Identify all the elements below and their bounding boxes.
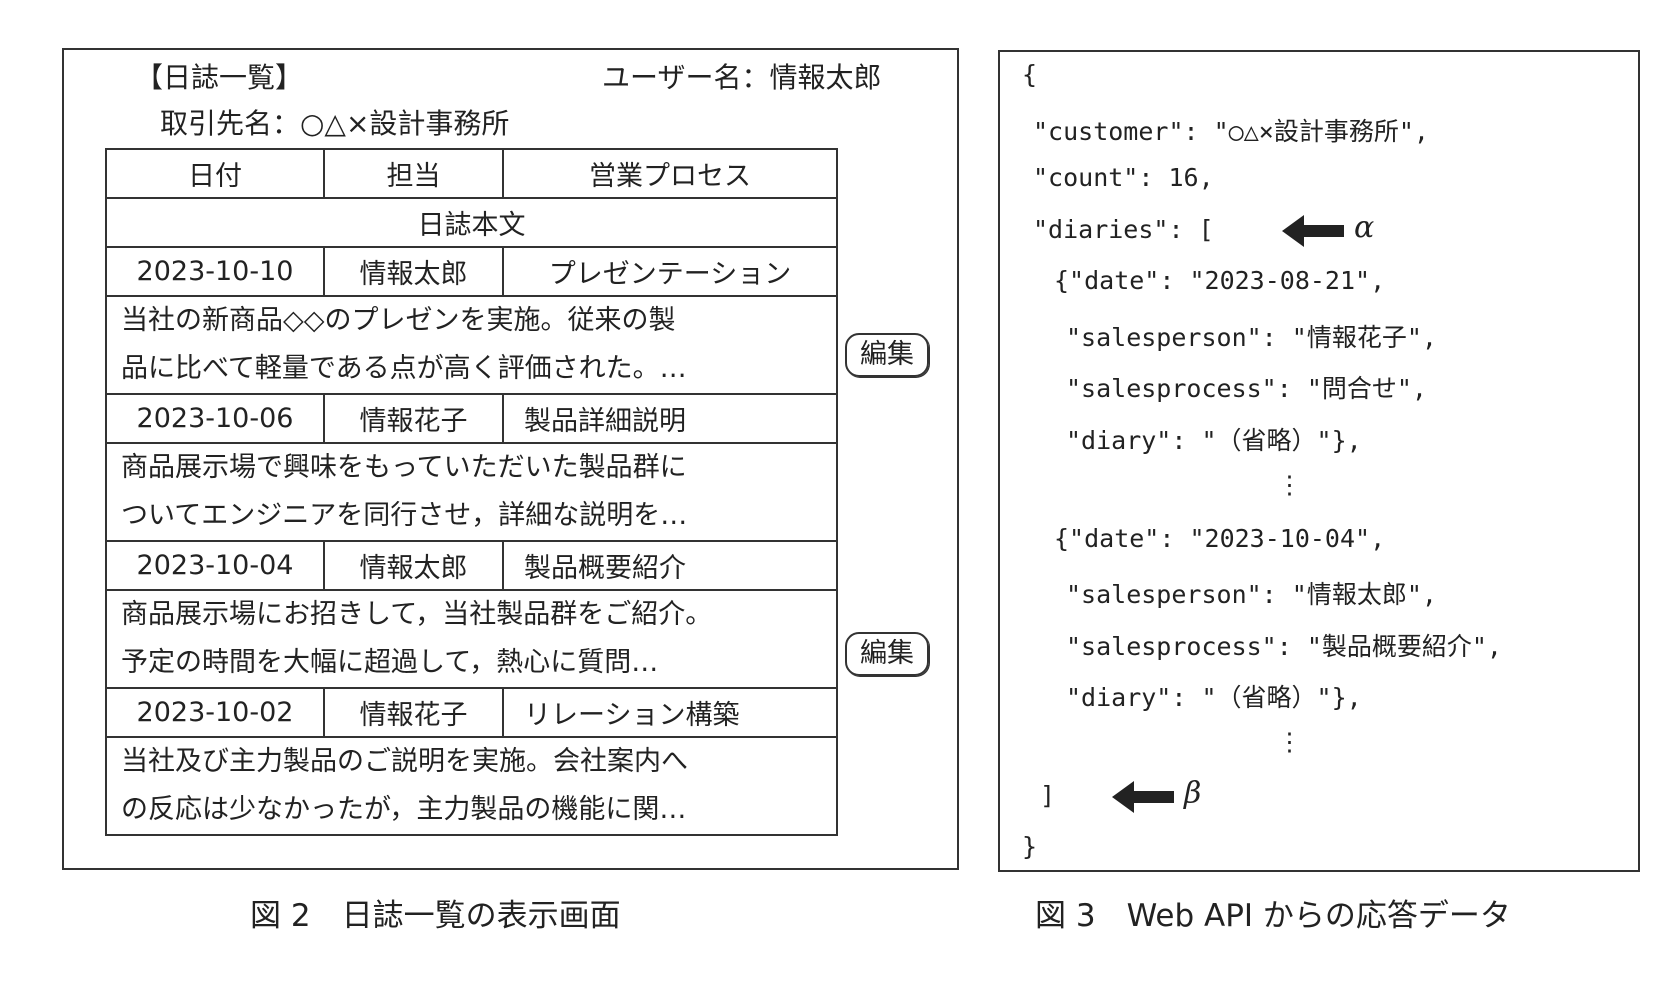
diary-table: 日付 担当 営業プロセス 日誌本文 2023-10-10 情報太郎 プレゼンテー…	[105, 148, 838, 836]
body-line: 品に比べて軽量である点が高く評価された。…	[121, 353, 687, 384]
body-line: 商品展示場にお招きして，当社製品群をご紹介。	[121, 599, 713, 630]
row-process: 製品詳細説明	[502, 393, 838, 444]
figure3-caption: 図 3 Web API からの応答データ	[1035, 898, 1511, 934]
arrow-left-icon	[1282, 215, 1344, 247]
arrow-left-icon	[1112, 781, 1174, 813]
json-line: "salesprocess": "製品概要紹介",	[1066, 632, 1502, 661]
edit-button[interactable]: 編集	[845, 632, 929, 676]
table-row: 2023-10-10 情報太郎 プレゼンテーション	[105, 246, 838, 297]
json-line: "salesprocess": "問合せ",	[1066, 374, 1427, 403]
body-line: ついてエンジニアを同行させ，詳細な説明を…	[121, 500, 688, 531]
json-line: {"date": "2023-10-04",	[1054, 524, 1386, 553]
ellipsis: ⋮	[1277, 470, 1302, 499]
table-row: 2023-10-04 情報太郎 製品概要紹介	[105, 540, 838, 591]
api-response-box	[998, 50, 1640, 872]
table-row: 2023-10-06 情報花子 製品詳細説明	[105, 393, 838, 444]
body-line: の反応は少なかったが，主力製品の機能に関…	[121, 794, 687, 825]
column-body: 日誌本文	[105, 197, 838, 248]
row-person: 情報花子	[323, 393, 504, 444]
json-line: "diary": "（省略）"},	[1066, 683, 1362, 712]
row-process: 製品概要紹介	[502, 540, 838, 591]
json-line: "salesperson": "情報太郎",	[1066, 580, 1437, 609]
table-header: 日付 担当 営業プロセス	[105, 148, 838, 199]
json-line: {	[1022, 60, 1038, 89]
column-person: 担当	[323, 148, 504, 199]
column-date: 日付	[105, 148, 325, 199]
json-line: ]	[1040, 781, 1056, 810]
row-body: 商品展示場にお招きして，当社製品群をご紹介。予定の時間を大幅に超過して，熱心に質…	[105, 589, 838, 689]
body-line: 予定の時間を大幅に超過して，熱心に質問…	[121, 647, 659, 678]
row-person: 情報太郎	[323, 540, 504, 591]
row-date: 2023-10-04	[105, 540, 325, 591]
row-date: 2023-10-02	[105, 687, 325, 738]
row-date: 2023-10-10	[105, 246, 325, 297]
json-line: "salesperson": "情報花子",	[1066, 323, 1437, 352]
row-body: 当社の新商品◇◇のプレゼンを実施。従来の製品に比べて軽量である点が高く評価された…	[105, 295, 838, 395]
json-line: "diary": "（省略）"},	[1066, 426, 1362, 455]
row-body: 当社及び主力製品のご説明を実施。会社案内への反応は少なかったが，主力製品の機能に…	[105, 736, 838, 836]
json-line: {"date": "2023-08-21",	[1054, 266, 1386, 295]
row-process: リレーション構築	[502, 687, 838, 738]
row-person: 情報花子	[323, 687, 504, 738]
edit-button[interactable]: 編集	[845, 333, 929, 377]
row-person: 情報太郎	[323, 246, 504, 297]
figure2-caption: 図 2 日誌一覧の表示画面	[250, 898, 621, 934]
body-line: 商品展示場で興味をもっていただいた製品群に	[121, 452, 687, 483]
json-line: }	[1022, 832, 1038, 861]
screen-title: 【日誌一覧】	[135, 61, 304, 94]
json-line: "diaries": [	[1033, 215, 1214, 244]
beta-label: β	[1184, 776, 1202, 811]
ellipsis: ⋮	[1277, 727, 1302, 756]
json-line: "count": 16,	[1033, 163, 1214, 192]
customer-name: 取引先名：○△×設計事務所	[160, 107, 510, 140]
diary-list-screen	[62, 48, 959, 870]
table-row: 2023-10-02 情報花子 リレーション構築	[105, 687, 838, 738]
alpha-label: α	[1354, 210, 1375, 245]
row-date: 2023-10-06	[105, 393, 325, 444]
body-line: 当社及び主力製品のご説明を実施。会社案内へ	[121, 746, 688, 777]
json-line: "customer": "○△×設計事務所",	[1033, 117, 1429, 146]
column-process: 営業プロセス	[502, 148, 838, 199]
user-name: ユーザー名：情報太郎	[602, 61, 882, 94]
body-line: 当社の新商品◇◇のプレゼンを実施。従来の製	[121, 305, 676, 336]
row-process: プレゼンテーション	[502, 246, 838, 297]
row-body: 商品展示場で興味をもっていただいた製品群についてエンジニアを同行させ，詳細な説明…	[105, 442, 838, 542]
